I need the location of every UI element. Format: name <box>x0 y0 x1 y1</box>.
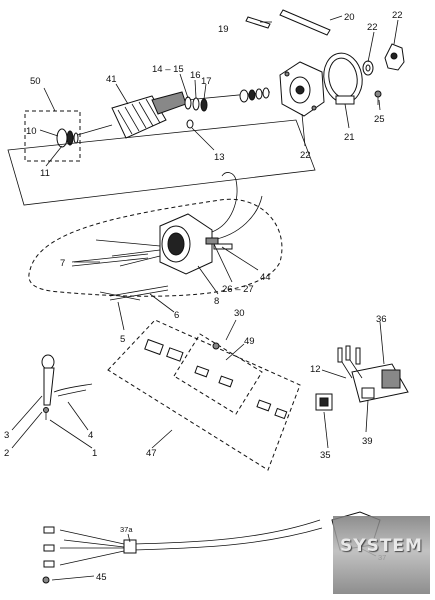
end-bell-22 <box>279 61 325 117</box>
power-cord-37 <box>42 511 381 584</box>
label-22-washer: 22 <box>367 22 378 33</box>
screw-25 <box>374 90 382 105</box>
brush-ring-21 <box>323 52 363 105</box>
label-8: 8 <box>214 296 219 307</box>
watermark-text: SYSTEM <box>340 536 423 556</box>
label-22-bell: 22 <box>300 150 311 161</box>
label-12: 12 <box>310 364 321 375</box>
label-36: 36 <box>376 314 387 325</box>
label-30: 30 <box>234 308 245 319</box>
bracket-22 <box>384 43 405 71</box>
field-coil-8 <box>28 172 283 297</box>
label-19: 19 <box>218 24 229 35</box>
wire-5 <box>99 291 141 301</box>
label-5: 5 <box>120 334 125 345</box>
label-39: 39 <box>362 436 373 447</box>
label-35: 35 <box>320 450 331 461</box>
label-21: 21 <box>344 132 355 143</box>
wire-7 <box>71 253 149 267</box>
label-7: 7 <box>60 258 65 269</box>
label-37a: 37a <box>120 525 133 534</box>
label-1: 1 <box>92 448 97 459</box>
wire-6 <box>109 285 169 301</box>
label-22-bracket: 22 <box>392 10 403 21</box>
label-25: 25 <box>374 114 385 125</box>
fan-assembly-50 <box>24 110 81 162</box>
switch-assembly-47 <box>107 319 301 471</box>
label-10: 10 <box>26 126 37 137</box>
washer-22 <box>362 60 374 76</box>
label-17: 17 <box>201 76 212 87</box>
label-44: 44 <box>260 272 271 283</box>
part-labels: 19 20 22 22 21 25 22 14 – 15 16 17 41 50… <box>4 10 403 583</box>
label-26-27: 26 – 27 <box>222 284 254 295</box>
strip-19 <box>245 16 271 29</box>
label-41: 41 <box>106 74 117 85</box>
label-3: 3 <box>4 430 9 441</box>
strip-20 <box>279 9 331 36</box>
label-45: 45 <box>96 572 107 583</box>
watermark-logo <box>333 516 430 594</box>
label-16: 16 <box>190 70 201 81</box>
label-6: 6 <box>174 310 179 321</box>
armature-41 <box>59 91 271 141</box>
bearing-stack-14-17 <box>184 87 270 129</box>
speed-lever-1-4 <box>41 354 93 420</box>
label-47: 47 <box>146 448 157 459</box>
motor-frame-outline <box>7 119 316 206</box>
label-20: 20 <box>344 12 355 23</box>
label-49: 49 <box>244 336 255 347</box>
label-11: 11 <box>40 168 50 179</box>
label-13: 13 <box>214 152 225 163</box>
label-4: 4 <box>88 430 93 441</box>
switch-35 <box>315 393 333 411</box>
label-2: 2 <box>4 448 9 459</box>
control-board-36-39 <box>337 345 409 403</box>
leader-lines <box>11 15 399 581</box>
label-50: 50 <box>30 76 41 87</box>
label-14-15: 14 – 15 <box>152 64 184 75</box>
